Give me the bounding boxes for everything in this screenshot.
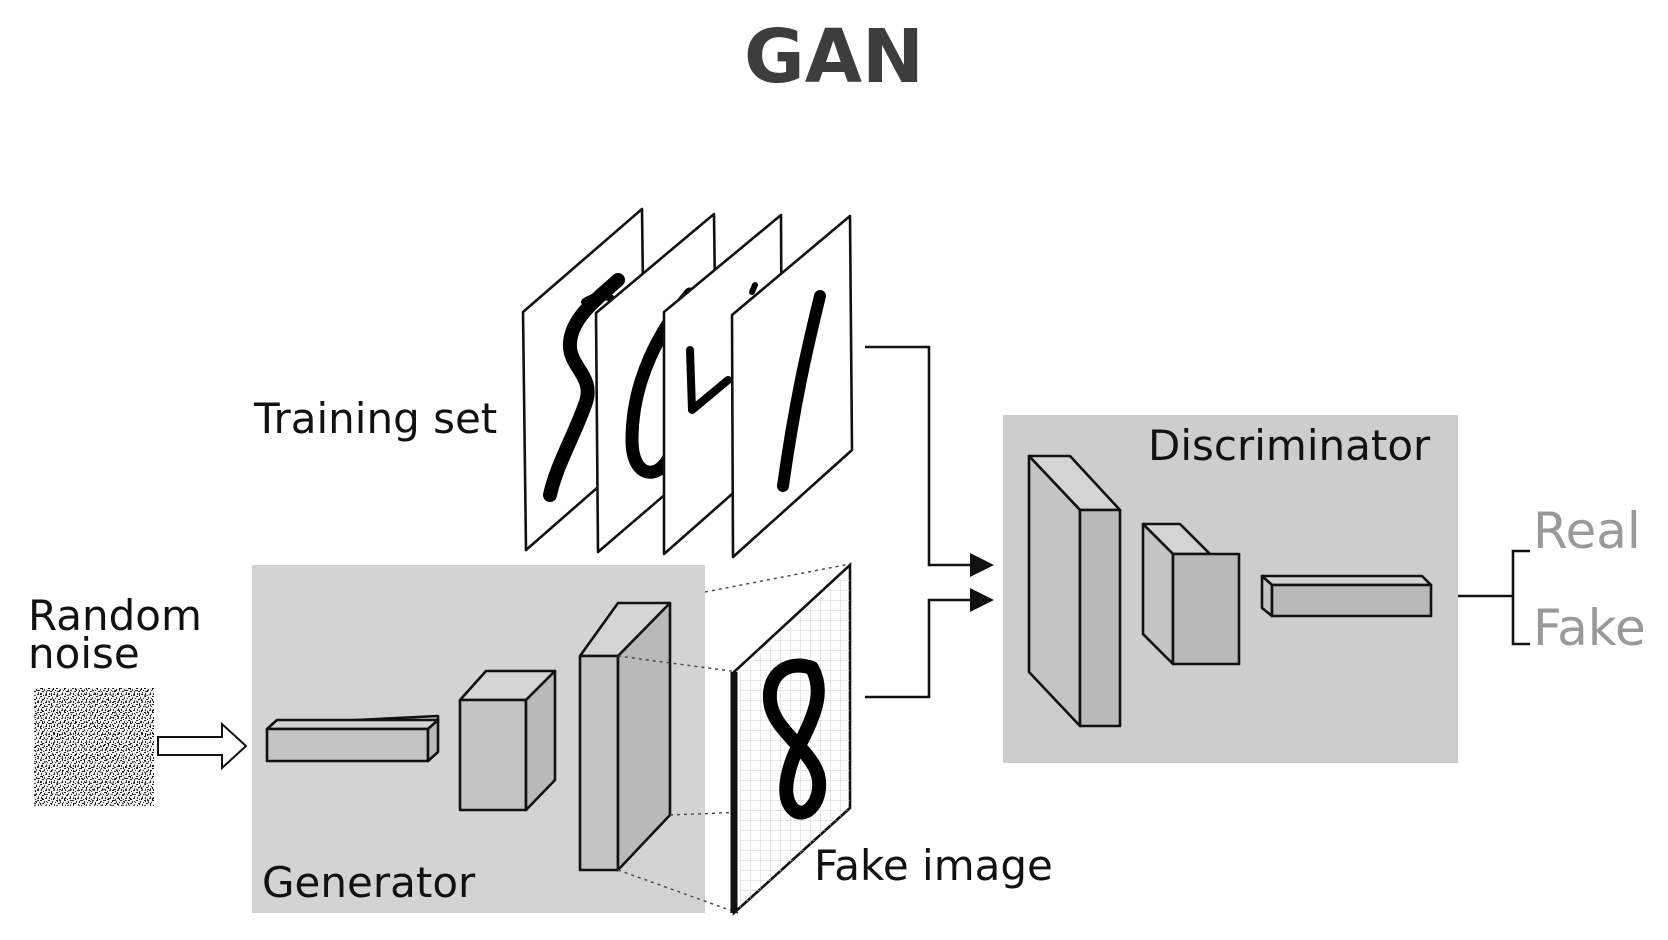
discriminator-layer-2 xyxy=(1141,522,1241,666)
output-real-label: Real xyxy=(1533,502,1641,560)
training-card-4 xyxy=(730,214,854,559)
noise-arrow xyxy=(157,721,248,771)
arrowhead-fake xyxy=(970,588,994,612)
discriminator-layer-1 xyxy=(1027,454,1122,728)
arrowhead-real xyxy=(970,553,994,577)
fake-image-label: Fake image xyxy=(814,841,1053,890)
generator-label: Generator xyxy=(262,858,476,907)
generator-layer-3 xyxy=(578,601,672,872)
random-noise-label-line1: Random xyxy=(28,591,202,640)
random-noise-label-line2: noise xyxy=(28,629,140,678)
generator-layer-1 xyxy=(265,714,440,763)
random-noise-image xyxy=(34,688,154,806)
fake-image-card xyxy=(730,562,852,916)
output-bracket xyxy=(1458,549,1530,646)
training-set-label: Training set xyxy=(253,394,497,443)
projection-lines xyxy=(617,563,851,914)
discriminator-layer-3 xyxy=(1260,574,1433,618)
connector-lines xyxy=(865,345,994,699)
output-fake-label: Fake xyxy=(1533,599,1646,657)
diagram-title: GAN xyxy=(744,14,924,100)
generator-layer-2 xyxy=(458,669,557,812)
training-set-images xyxy=(521,207,854,559)
discriminator-label: Discriminator xyxy=(1148,421,1431,470)
